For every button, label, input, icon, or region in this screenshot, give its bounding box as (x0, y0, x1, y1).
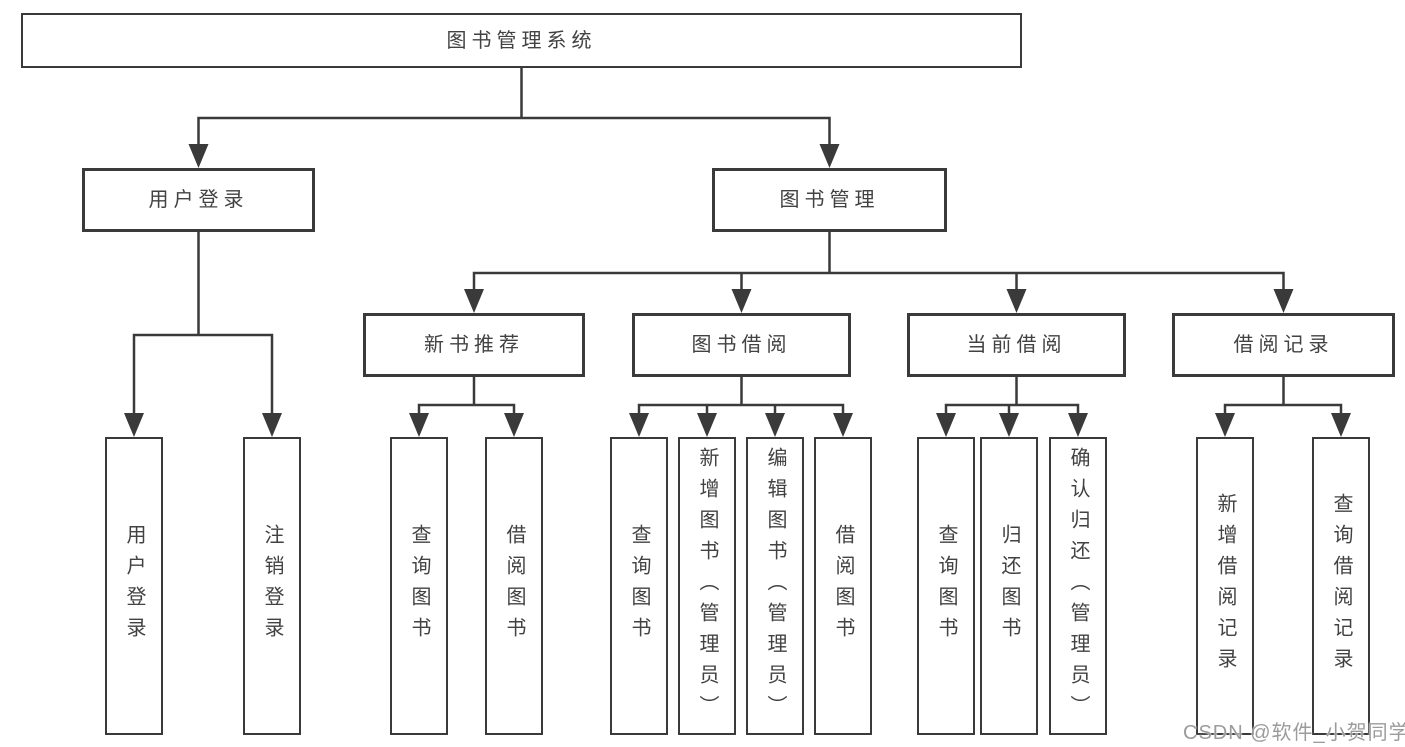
leaf-return-book-label: 归还图书 (998, 524, 1020, 648)
leaf-borrow-books-borrowing-label: 借阅图书 (832, 524, 854, 648)
node-book-borrowing-label: 图书借阅 (691, 334, 792, 356)
node-new-book-recommendation-label: 新书推荐 (424, 334, 524, 356)
node-book-borrowing: 图书借阅 (632, 313, 851, 377)
node-user-login-label: 用户登录 (148, 189, 249, 211)
connector-arrowheads (124, 144, 1351, 437)
leaf-confirm-return-admin-label: 确认归还（管理员） (1067, 446, 1089, 726)
leaf-user-login: 用户登录 (105, 437, 163, 735)
node-current-borrowing: 当前借阅 (907, 313, 1126, 377)
leaf-add-book-admin: 新增图书（管理员） (678, 437, 736, 735)
leaf-user-login-label: 用户登录 (123, 524, 145, 648)
node-new-book-recommendation: 新书推荐 (363, 313, 585, 377)
node-user-login: 用户登录 (82, 168, 315, 232)
leaf-edit-book-admin: 编辑图书（管理员） (746, 437, 804, 735)
leaf-add-borrow-record: 新增借阅记录 (1196, 437, 1254, 735)
node-book-management: 图书管理 (712, 168, 947, 232)
leaf-query-books-current: 查询图书 (917, 437, 975, 735)
leaf-query-books-borrowing-label: 查询图书 (628, 524, 650, 648)
node-library-management-system: 图书管理系统 (21, 13, 1022, 68)
leaf-borrow-books-borrowing: 借阅图书 (814, 437, 872, 735)
leaf-query-books-recommend: 查询图书 (390, 437, 448, 735)
node-book-management-label: 图书管理 (779, 189, 880, 211)
node-borrowing-records-label: 借阅记录 (1233, 334, 1334, 356)
node-current-borrowing-label: 当前借阅 (966, 334, 1067, 356)
leaf-logout-login-label: 注销登录 (261, 524, 283, 648)
leaf-add-borrow-record-label: 新增借阅记录 (1214, 493, 1236, 679)
connector-lines (132, 68, 1343, 415)
leaf-logout-login: 注销登录 (243, 437, 301, 735)
node-library-management-system-label: 图书管理系统 (446, 29, 597, 52)
leaf-query-books-borrowing: 查询图书 (610, 437, 668, 735)
leaf-add-book-admin-label: 新增图书（管理员） (696, 446, 718, 726)
leaf-borrow-books-recommend: 借阅图书 (485, 437, 543, 735)
leaf-query-borrow-record: 查询借阅记录 (1312, 437, 1370, 735)
leaf-borrow-books-recommend-label: 借阅图书 (503, 524, 525, 648)
leaf-query-borrow-record-label: 查询借阅记录 (1330, 493, 1352, 679)
leaf-confirm-return-admin: 确认归还（管理员） (1049, 437, 1107, 735)
leaf-query-books-recommend-label: 查询图书 (408, 524, 430, 648)
node-borrowing-records: 借阅记录 (1172, 313, 1395, 377)
leaf-query-books-current-label: 查询图书 (935, 524, 957, 648)
csdn-watermark: CSDN @软件_小贺同学 (1183, 722, 1405, 744)
leaf-return-book: 归还图书 (980, 437, 1038, 735)
leaf-edit-book-admin-label: 编辑图书（管理员） (764, 446, 786, 726)
